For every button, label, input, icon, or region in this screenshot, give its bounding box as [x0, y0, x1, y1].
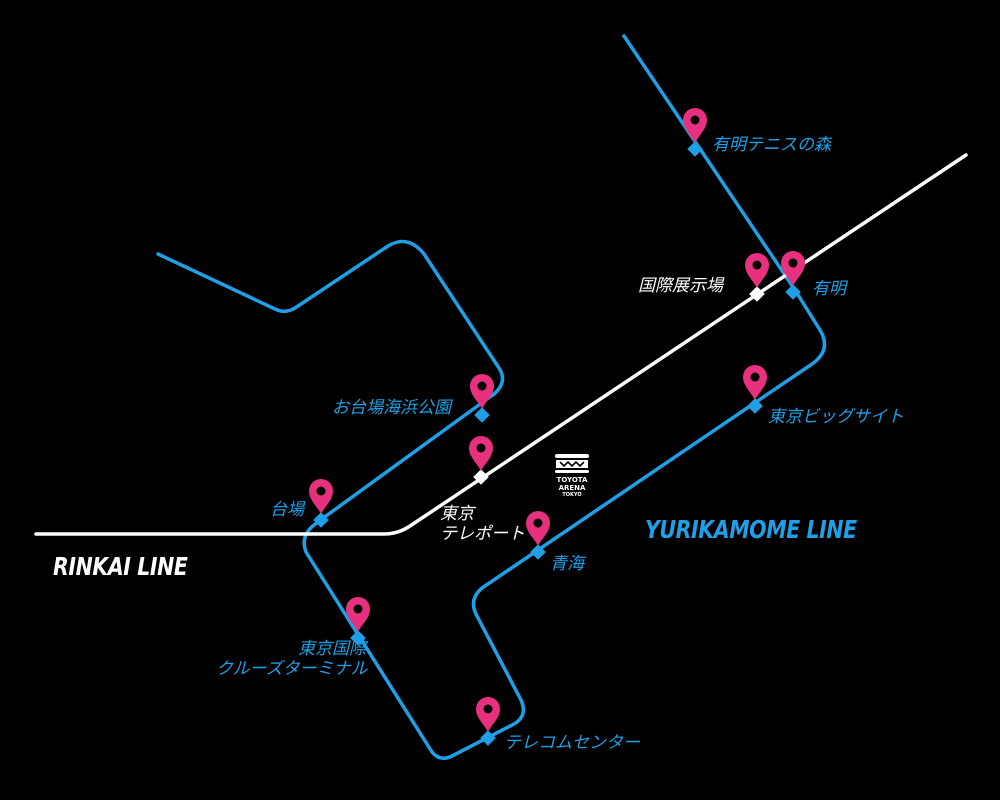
- station-square-icon: [687, 141, 703, 157]
- pin-hole-icon: [477, 381, 487, 391]
- station-markers: [309, 108, 805, 746]
- arena-emblem-icon: [555, 454, 589, 473]
- pin-hole-icon: [316, 486, 326, 496]
- station-marker-tokyo-teleport: [469, 436, 493, 485]
- pin-hole-icon: [476, 443, 486, 453]
- logo-text-arena: ARENA: [558, 484, 586, 492]
- pin-hole-icon: [353, 604, 363, 614]
- location-pin-icon: [346, 597, 370, 632]
- yurikamome-line-east: [622, 34, 797, 292]
- station-label-odaiba-kaihinkoen: お台場海浜公園: [332, 398, 451, 418]
- station-marker-kokusai-tenjijo: [745, 253, 769, 302]
- station-label-kokusai-tenjijo: 国際展示場: [638, 276, 723, 296]
- location-pin-icon: [476, 697, 500, 732]
- pin-hole-icon: [750, 372, 760, 382]
- station-label-aomi: 青海: [550, 554, 584, 574]
- location-pin-icon: [469, 436, 493, 471]
- yurikamome-line-west: [156, 239, 505, 518]
- station-label-tokyo-teleport: 東京 テレポート: [440, 504, 525, 544]
- yurikamome-line-label: YURIKAMOME LINE: [645, 515, 857, 544]
- station-square-icon: [474, 407, 490, 423]
- station-square-icon: [480, 730, 496, 746]
- station-label-telecom-center: テレコムセンター: [504, 733, 640, 753]
- rinkai-line: [34, 153, 968, 536]
- station-label-tokyo-big-sight: 東京ビッグサイト: [768, 407, 904, 427]
- station-label-ariake: 有明: [812, 279, 846, 299]
- pin-hole-icon: [752, 260, 762, 270]
- toyota-arena-tokyo-logo: TOYOTA ARENA TOKYO: [548, 452, 596, 498]
- station-marker-aomi: [526, 511, 550, 560]
- yurikamome-line-loop: [302, 288, 827, 760]
- location-pin-icon: [743, 365, 767, 400]
- location-pin-icon: [470, 374, 494, 409]
- pin-hole-icon: [533, 518, 543, 528]
- station-label-tokyo-cruise-terminal: 東京国際 クルーズターミナル: [216, 639, 368, 679]
- location-pin-icon: [683, 108, 707, 143]
- location-pin-icon: [309, 479, 333, 514]
- logo-text-toyota: TOYOTA: [556, 476, 588, 484]
- station-label-daiba: 台場: [270, 500, 304, 520]
- location-pin-icon: [745, 253, 769, 288]
- logo-text-tokyo: TOKYO: [562, 492, 582, 498]
- station-label-ariake-tennis-no-mori: 有明テニスの森: [712, 135, 831, 155]
- station-square-icon: [530, 544, 546, 560]
- station-marker-telecom-center: [476, 697, 500, 746]
- rinkai-line-label: RINKAI LINE: [53, 552, 188, 581]
- station-marker-daiba: [309, 479, 333, 528]
- location-pin-icon: [781, 251, 805, 286]
- pin-hole-icon: [690, 115, 700, 125]
- pin-hole-icon: [788, 258, 798, 268]
- station-marker-ariake-tennis-no-mori: [683, 108, 707, 157]
- pin-hole-icon: [483, 704, 493, 714]
- location-pin-icon: [526, 511, 550, 546]
